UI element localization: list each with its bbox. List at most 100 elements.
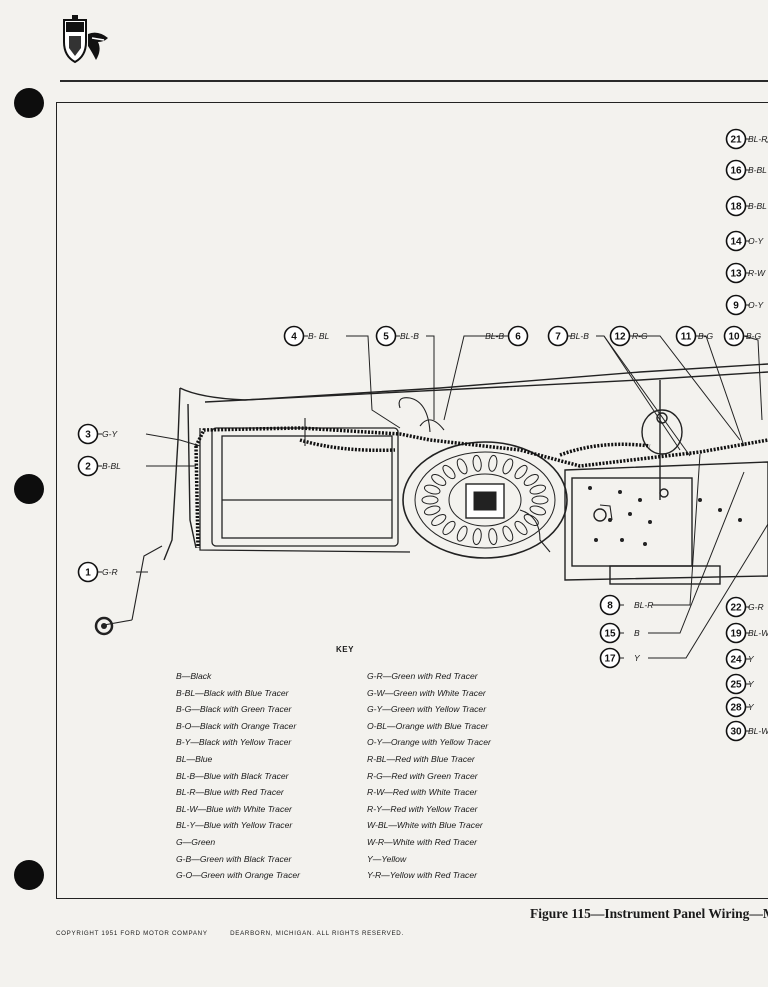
callout-wire-code: G-R <box>748 602 764 612</box>
binder-hole-middle <box>14 474 44 504</box>
speaker-slot <box>421 495 439 505</box>
key-entry: G-W—Green with White Tracer <box>367 687 486 698</box>
chassis-dot <box>648 520 652 524</box>
callout-wire-code: BL-B <box>400 331 419 341</box>
callout-circle <box>283 325 305 347</box>
speaker-slot <box>488 528 498 546</box>
speaker-slot <box>523 514 539 526</box>
callout-number: 1 <box>85 568 91 579</box>
key-entry: R-Y—Red with Yellow Tracer <box>367 803 478 814</box>
chassis-dot <box>638 498 642 502</box>
ford-crest-logo-icon <box>63 15 108 64</box>
callout-leaders <box>136 141 768 659</box>
callout-circle <box>375 325 397 347</box>
wiring-harness <box>194 426 768 549</box>
callout-wire-code: B-BL <box>748 201 767 211</box>
callout-wire-code: BL-W <box>748 628 768 638</box>
ground-ring-terminal <box>94 616 114 636</box>
callout-6: 6BL-B <box>485 325 529 347</box>
footer-location: DEARBORN, MICHIGAN. ALL RIGHTS RESERVED. <box>230 930 404 937</box>
key-entry: B-G—Black with Green Tracer <box>176 704 292 715</box>
callout-wire-code: G-R <box>102 567 118 577</box>
callout-wire-code: BL-W <box>748 726 768 736</box>
speaker-slot <box>531 495 549 505</box>
radio-speaker <box>402 441 568 559</box>
callout-wire-code: R-W <box>748 268 766 278</box>
callout-number: 22 <box>730 603 742 614</box>
callout-number: 18 <box>730 202 742 213</box>
callout-number: 5 <box>383 332 389 343</box>
key-entry: B-Y—Black with Yellow Tracer <box>176 737 292 748</box>
callout-wire-code: G-Y <box>102 429 118 439</box>
callout-circle <box>723 325 745 347</box>
callout-wire-code: B-G <box>746 331 762 341</box>
callout-number: 17 <box>604 654 616 665</box>
key-title: KEY <box>336 645 354 654</box>
callout-circle <box>507 325 529 347</box>
key-entry: O-Y—Orange with Yellow Tracer <box>367 737 491 748</box>
callout-circle <box>599 594 621 616</box>
callout-number: 4 <box>291 332 297 343</box>
callout-number: 12 <box>614 332 626 343</box>
chassis-dot <box>643 542 647 546</box>
callout-18: 18 B-BL <box>725 195 767 217</box>
callout-number: 30 <box>730 727 742 738</box>
callout-wire-code: O-Y <box>748 300 764 310</box>
speaker-slot <box>442 464 456 480</box>
callout-circle <box>77 455 99 477</box>
binder-hole-top <box>14 88 44 118</box>
speaker-slot <box>514 520 528 536</box>
instrument-panel-outline <box>163 363 768 561</box>
callout-number: 10 <box>728 332 740 343</box>
speaker-slot <box>502 458 514 475</box>
callout-number: 8 <box>607 601 613 612</box>
callout-circle <box>725 128 747 150</box>
callout-10: 10 B-G <box>723 325 762 347</box>
speaker-slot <box>442 520 456 536</box>
callout-wire-code: BL-B <box>485 331 504 341</box>
key-entry: W-BL—White with Blue Tracer <box>367 820 483 831</box>
callout-wire-code: Y <box>748 679 755 689</box>
callout-circle <box>725 230 747 252</box>
footer-copyright: COPYRIGHT 1951 FORD MOTOR COMPANY <box>56 930 208 937</box>
key-entry: G-Y—Green with Yellow Tracer <box>367 704 487 715</box>
speaker-slot <box>488 454 498 472</box>
speaker-slot <box>529 505 547 516</box>
callout-circle <box>725 720 747 742</box>
callout-circle <box>725 262 747 284</box>
figure-caption: Figure 115—Instrument Panel Wiring—M <box>530 906 768 921</box>
key-entry: B—Black <box>176 671 212 681</box>
callout-number: 7 <box>555 332 561 343</box>
chassis-dot <box>594 538 598 542</box>
callout-17: 17 Y <box>599 647 641 669</box>
callout-wire-code: B-BL <box>748 165 767 175</box>
callout-wire-code: BL-R <box>634 600 653 610</box>
key-entry: W-R—White with Red Tracer <box>367 836 477 847</box>
callout-wire-code: Y <box>634 653 641 663</box>
speaker-slot <box>514 464 528 480</box>
callout-wire-code: B <box>634 628 640 638</box>
callout-circle <box>725 622 747 644</box>
callout-number: 15 <box>604 629 616 640</box>
speaker-slot <box>472 528 482 546</box>
key-entry: BL-Y—Blue with Yellow Tracer <box>176 820 293 831</box>
callout-number: 11 <box>681 332 692 343</box>
callout-number: 9 <box>733 301 739 312</box>
speaker-slot <box>523 474 539 486</box>
key-entry: R-BL—Red with Blue Tracer <box>367 753 475 764</box>
key-entry: R-W—Red with White Tracer <box>367 787 478 798</box>
speaker-slot <box>431 474 447 486</box>
callout-1: 1 G-R <box>77 561 118 583</box>
